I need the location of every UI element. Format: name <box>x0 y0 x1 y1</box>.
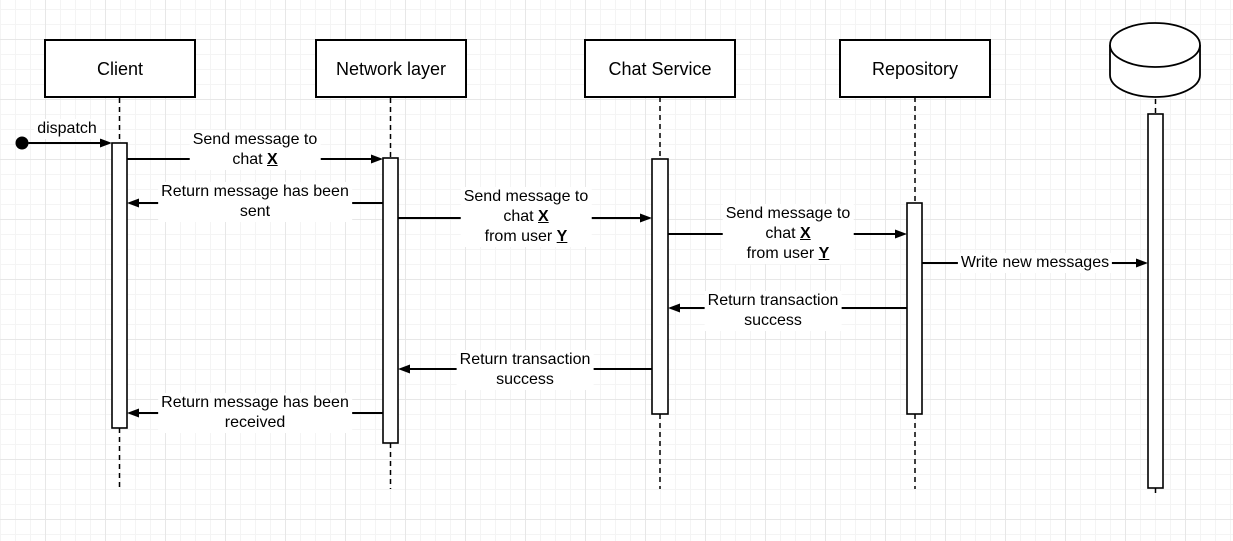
message-label-row: from user Y <box>746 245 830 262</box>
message-label-row: chat X <box>765 225 811 242</box>
message-label-send-message-to-chat-from-user-2[interactable]: Send message to chat X from user Y <box>722 204 854 264</box>
message-label-row: received <box>224 414 286 431</box>
message-label-send-message-to-chat[interactable]: Send message to chat X <box>189 130 321 170</box>
message-arrowhead-return-transaction-success-2 <box>398 364 410 374</box>
message-label-row: from user Y <box>484 228 568 245</box>
message-label-row: success <box>496 371 554 388</box>
activation-bar-network-layer[interactable] <box>382 157 399 444</box>
actor-network-layer[interactable]: Network layer <box>315 39 467 98</box>
message-label-row: Send message to <box>725 205 851 222</box>
message-arrowhead-send-message-to-chat <box>371 154 383 164</box>
message-label-row: Return transaction <box>707 292 839 309</box>
message-label-return-message-sent[interactable]: Return message has been sent <box>158 182 352 222</box>
activation-bar-database[interactable] <box>1147 113 1164 489</box>
message-label-row: dispatch <box>37 120 97 137</box>
actor-network-layer-label: Network layer <box>335 58 447 79</box>
message-arrowhead-return-transaction-success-1 <box>668 303 680 313</box>
message-arrowhead-write-new-messages <box>1136 258 1148 268</box>
message-label-row: Send message to <box>192 131 318 148</box>
actor-client[interactable]: Client <box>44 39 196 98</box>
message-label-dispatch[interactable]: dispatch <box>34 119 100 139</box>
actor-chat-service-label: Chat Service <box>608 58 712 79</box>
activation-bar-client[interactable] <box>111 142 128 429</box>
message-label-return-message-received[interactable]: Return message has been received <box>158 393 352 433</box>
message-label-send-message-to-chat-from-user-1[interactable]: Send message to chat X from user Y <box>460 187 592 247</box>
message-label-row: sent <box>239 203 271 220</box>
actor-repository-label: Repository <box>871 58 959 79</box>
message-arrowhead-send-message-to-chat-from-user-1 <box>640 213 652 223</box>
message-label-return-transaction-success-2[interactable]: Return transaction success <box>456 350 594 390</box>
message-label-row: Return message has been <box>161 183 349 200</box>
message-arrowhead-dispatch <box>100 138 112 148</box>
activation-bar-repository[interactable] <box>906 202 923 415</box>
initial-node-circle[interactable] <box>15 136 29 150</box>
database-cylinder-top <box>1109 22 1201 68</box>
message-arrowhead-return-message-received <box>127 408 139 418</box>
message-label-row: success <box>744 312 802 329</box>
message-label-row: chat X <box>232 151 278 168</box>
actor-client-label: Client <box>96 58 144 79</box>
message-label-row: chat X <box>503 208 549 225</box>
message-label-row: Send message to <box>463 188 589 205</box>
message-label-row: Write new messages <box>960 254 1110 271</box>
message-label-return-transaction-success-1[interactable]: Return transaction success <box>704 291 842 331</box>
message-arrowhead-send-message-to-chat-from-user-2 <box>895 229 907 239</box>
actor-repository[interactable]: Repository <box>839 39 991 98</box>
actor-database-cylinder[interactable] <box>1109 22 1201 98</box>
message-label-write-new-messages[interactable]: Write new messages <box>957 253 1113 273</box>
actor-chat-service[interactable]: Chat Service <box>584 39 736 98</box>
message-label-row: Return transaction <box>459 351 591 368</box>
message-arrowhead-return-message-sent <box>127 198 139 208</box>
activation-bar-chat-service[interactable] <box>651 158 669 415</box>
message-label-row: Return message has been <box>161 394 349 411</box>
